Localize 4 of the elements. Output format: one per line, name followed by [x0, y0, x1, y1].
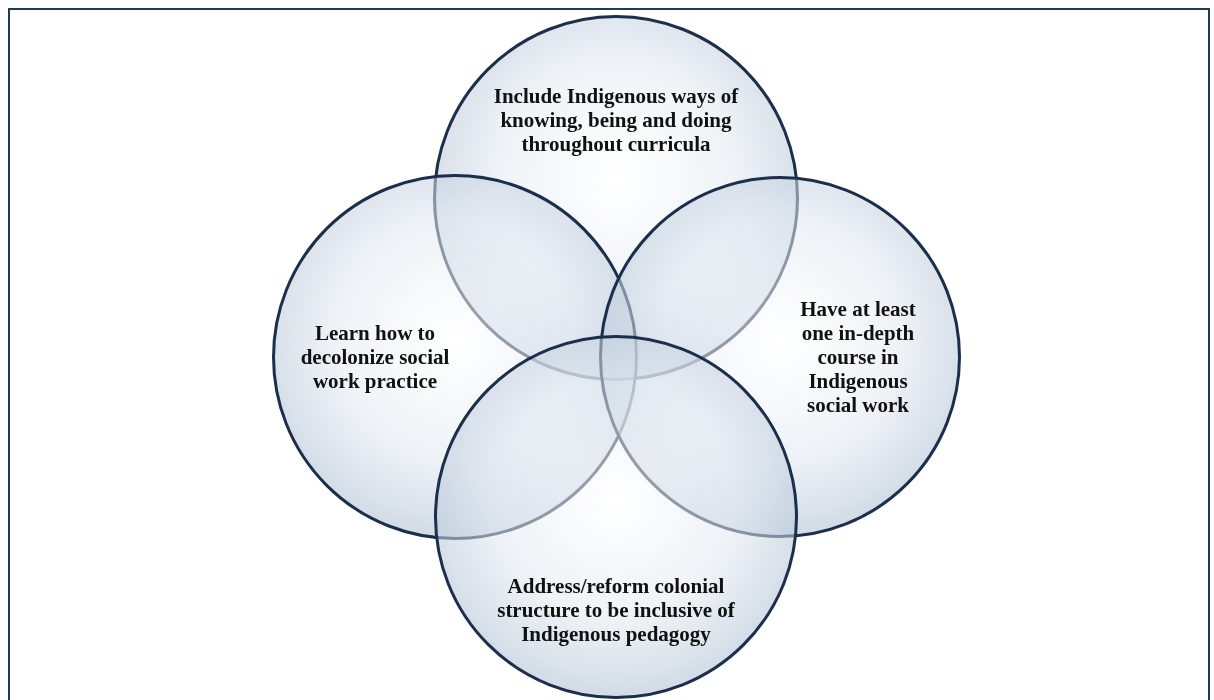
circle-label: Include Indigenous ways of knowing, being and doing throughout curricula [492, 84, 740, 156]
circle-label: Address/reform colonial structure to be inclusive of Indigenous pedagogy [496, 574, 736, 646]
circle-label: Have at least one in-depth course in Indigenous social work [799, 297, 917, 417]
circle-label: Learn how to decolonize social work practice [300, 321, 450, 393]
